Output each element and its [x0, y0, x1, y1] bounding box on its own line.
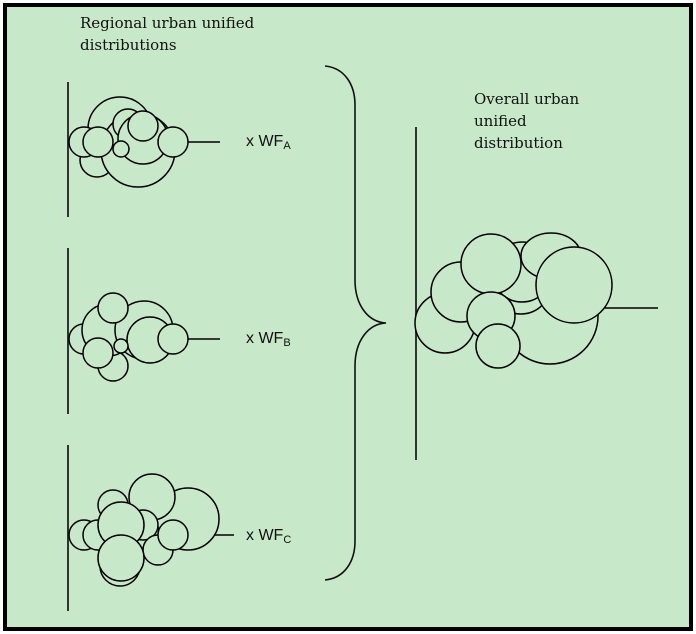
weight-factor-a-label: x WFA [246, 133, 291, 152]
weight-factor-subscript: A [283, 140, 291, 152]
region-c-cluster-circle [97, 534, 145, 582]
overall-distribution-title: Overall urban unified distribution [474, 88, 624, 154]
overall-title-line-2: unified [474, 112, 527, 130]
overall-cluster-circle [460, 233, 522, 295]
overall-distribution [414, 127, 658, 460]
weight-factor-c-label: x WFC [246, 527, 291, 546]
weight-factor-prefix: x WF [246, 527, 284, 544]
region-a-cluster-circle [112, 140, 130, 158]
regional-title-text: Regional urban unified distributions [80, 14, 255, 54]
region-c-cluster-circle [157, 519, 189, 551]
weight-factor-b-label: x WFB [246, 330, 291, 349]
region-a-cluster-circle [82, 126, 114, 158]
weight-factor-subscript: C [283, 534, 292, 546]
overall-title-line-1: Overall urban [474, 90, 580, 108]
region-a-cluster-circle [127, 110, 159, 142]
overall-cluster-circle [535, 246, 613, 324]
region-b-cluster-circle [97, 292, 129, 324]
region-b-distribution [67, 248, 220, 414]
region-b-cluster-circle [82, 337, 114, 369]
region-a-cluster-circle [157, 126, 189, 158]
weight-factor-prefix: x WF [246, 330, 284, 347]
region-a-distribution [67, 82, 220, 217]
summation-brace [324, 65, 387, 581]
overall-title-line-3: distribution [474, 134, 563, 152]
region-c-distribution [67, 445, 234, 611]
overall-cluster-circle [475, 323, 521, 369]
weight-factor-prefix: x WF [246, 133, 284, 150]
region-b-cluster-circle [157, 323, 189, 355]
weight-factor-subscript: B [283, 337, 291, 349]
region-b-cluster-circle [113, 338, 129, 354]
regional-distributions-title: Regional urban unified distributions [80, 12, 300, 56]
